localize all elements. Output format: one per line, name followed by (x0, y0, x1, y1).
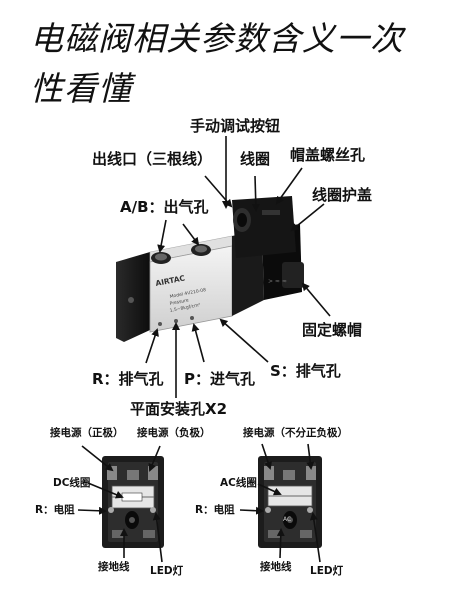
label-ab-outlet: A/B：出气孔 (120, 198, 209, 216)
label-coil-cover: 线圈护盖 (312, 186, 373, 204)
ac-arrows (239, 443, 321, 563)
model-text-3: 1.5~8kgf/cm² (169, 302, 201, 314)
ac-label-ground: 接地线 (260, 561, 292, 573)
ac-connector-image: AC (258, 456, 322, 548)
dc-label-led: LED灯 (150, 565, 184, 577)
ac-label-led: LED灯 (310, 565, 344, 577)
label-outlet: 出线口（三根线） (92, 150, 213, 168)
label-mount-holes: 平面安装孔X2 (130, 400, 228, 418)
dc-label-resistor: R：电阻 (35, 504, 75, 516)
dc-label-coil: DC线圈 (53, 477, 91, 489)
label-fixing-nut: 固定螺帽 (302, 321, 363, 339)
label-manual-button: 手动调试按钮 (190, 117, 281, 135)
page-title-line2: 性看懂 (30, 69, 132, 108)
left-end-cap (116, 252, 150, 342)
solenoid-valve-image: AIRTAC Model 4V210-08 Pressure 1.5~8kgf/… (116, 196, 304, 342)
ac-label-power: 接电源（不分正负极） (243, 427, 348, 439)
label-s-exhaust: S：排气孔 (270, 362, 341, 380)
dc-label-power-neg: 接电源（负极） (137, 427, 211, 439)
model-text-2: Pressure (169, 297, 189, 307)
valve-arrows (145, 136, 331, 398)
page-title-line1: 电磁阀相关参数含义一次 (30, 19, 404, 58)
dc-label-ground: 接地线 (98, 561, 130, 573)
ac-label-resistor: R：电阻 (195, 504, 235, 516)
label-p-inlet: P：进气孔 (184, 370, 255, 388)
dc-label-power-pos: 接电源（正极） (50, 427, 124, 439)
dc-connector-image (102, 456, 164, 548)
label-cap-nut: 帽盖螺丝孔 (290, 146, 366, 164)
svg-text:> ≈ ≈: > ≈ ≈ (268, 278, 287, 285)
dc-arrows (77, 445, 163, 563)
ac-label-coil: AC线圈 (220, 477, 257, 489)
label-r-exhaust: R：排气孔 (92, 370, 164, 388)
label-coil: 线圈 (240, 150, 271, 168)
ac-mark-text: AC (283, 516, 291, 523)
